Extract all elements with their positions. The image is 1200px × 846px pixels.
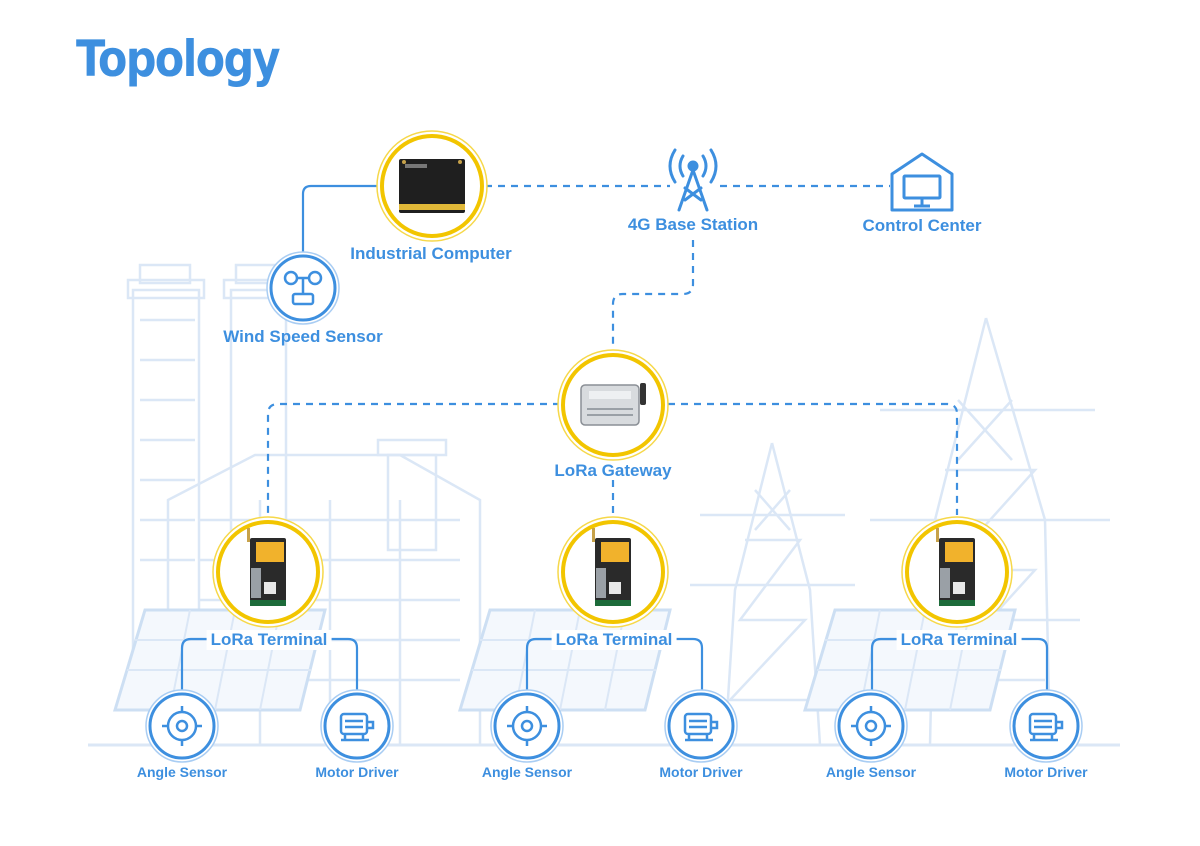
- lora-terminal-node-1: [211, 515, 325, 629]
- motor-driver-node-1: [319, 688, 395, 764]
- motor-icon: [1028, 712, 1064, 742]
- angle-sensor-label-3: Angle Sensor: [825, 764, 917, 780]
- lora-terminal-device-2: [592, 528, 631, 606]
- target-icon: [851, 706, 891, 746]
- motor-icon: [339, 712, 375, 742]
- motor-icon: [683, 712, 719, 742]
- motor-driver-label-2: Motor Driver: [659, 764, 743, 780]
- angle-sensor-node-3: [833, 688, 909, 764]
- angle-sensor-node-2: [489, 688, 565, 764]
- motor-driver-label-1: Motor Driver: [315, 764, 399, 780]
- solar-panel-2: [458, 608, 672, 712]
- anemometer-icon: [283, 270, 323, 306]
- lora-terminal-device-3: [936, 528, 975, 606]
- solar-panel-1: [113, 608, 327, 712]
- angle-sensor-node-1: [144, 688, 220, 764]
- motor-driver-node-3: [1008, 688, 1084, 764]
- target-icon: [162, 706, 202, 746]
- lora-terminal-node-3: [900, 515, 1014, 629]
- antenna-tower-icon: [668, 148, 718, 212]
- motor-driver-node-2: [663, 688, 739, 764]
- terminal-label-1: LoRa Terminal: [206, 630, 332, 650]
- lora-terminal-node-2: [556, 515, 670, 629]
- lora-terminal-device-1: [247, 528, 286, 606]
- target-icon: [507, 706, 547, 746]
- motor-driver-label-3: Motor Driver: [1004, 764, 1088, 780]
- wind-sensor-label: Wind Speed Sensor: [223, 327, 383, 346]
- page-title: Topology: [76, 30, 281, 88]
- industrial-computer-node: [375, 129, 489, 243]
- angle-sensor-label-1: Angle Sensor: [136, 764, 228, 780]
- monitor-building-icon: [890, 152, 954, 212]
- base-station-label: 4G Base Station: [627, 215, 759, 234]
- wind-sensor-node: [265, 250, 341, 326]
- terminal-label-3: LoRa Terminal: [896, 630, 1022, 650]
- control-center-label: Control Center: [862, 216, 982, 235]
- industrial-computer-label: Industrial Computer: [350, 244, 512, 263]
- lora-gateway-device: [580, 383, 646, 426]
- gateway-label: LoRa Gateway: [554, 461, 672, 480]
- industrial-computer-device: [399, 159, 465, 213]
- lora-gateway-node: [556, 348, 670, 462]
- angle-sensor-label-2: Angle Sensor: [481, 764, 573, 780]
- terminal-label-2: LoRa Terminal: [551, 630, 677, 650]
- solar-panel-3: [803, 608, 1017, 712]
